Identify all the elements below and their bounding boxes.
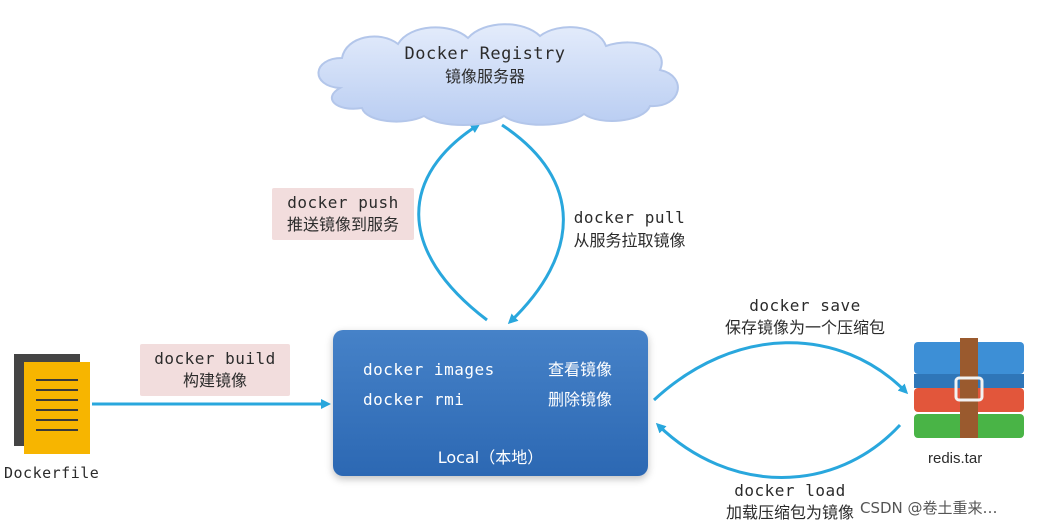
- load-arrow: [655, 422, 902, 479]
- push-command: docker push: [287, 193, 399, 212]
- dockerfile-label: Dockerfile: [4, 464, 100, 482]
- local-footer: Local（本地）: [437, 448, 544, 467]
- images-command: docker images: [363, 360, 495, 379]
- build-command: docker build: [154, 349, 276, 368]
- build-label-box: docker build 构建镜像: [140, 344, 290, 396]
- push-arrow: [417, 123, 488, 322]
- load-desc: 加载压缩包为镜像: [725, 503, 854, 522]
- registry-title: Docker Registry: [404, 44, 566, 64]
- save-arrow: [652, 341, 909, 402]
- registry-subtitle: 镜像服务器: [444, 67, 525, 86]
- pull-command: docker pull: [573, 208, 686, 227]
- archive-label: redis.tar: [928, 450, 983, 467]
- build-desc: 构建镜像: [182, 371, 247, 390]
- load-command: docker load: [734, 481, 846, 500]
- rmi-command: docker rmi: [363, 390, 465, 409]
- local-box: docker images 查看镜像 docker rmi 删除镜像 Local…: [333, 330, 648, 476]
- registry-cloud-icon: [317, 23, 679, 126]
- save-command: docker save: [749, 296, 861, 315]
- push-label-box: docker push 推送镜像到服务: [272, 188, 414, 240]
- pull-desc: 从服务拉取镜像: [573, 231, 686, 250]
- pull-arrow: [501, 123, 565, 325]
- push-desc: 推送镜像到服务: [286, 215, 399, 234]
- save-desc: 保存镜像为一个压缩包: [724, 318, 885, 337]
- images-desc: 查看镜像: [548, 360, 613, 379]
- archive-icon: [914, 338, 1024, 438]
- rmi-desc: 删除镜像: [548, 390, 613, 409]
- watermark-text: CSDN @卷土重来…: [860, 499, 998, 517]
- dockerfile-icon: [14, 354, 90, 454]
